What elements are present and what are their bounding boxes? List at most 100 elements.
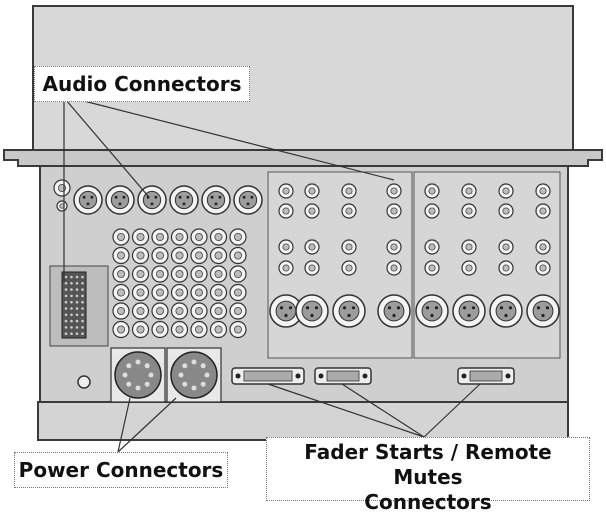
jack-hole <box>175 325 184 334</box>
module-jack <box>278 183 294 199</box>
xlr-pin <box>82 195 86 199</box>
module-jack <box>341 183 357 199</box>
module-jack <box>304 260 320 276</box>
xlr-face <box>383 300 405 322</box>
xlr-pin <box>499 306 504 310</box>
vent-hole <box>75 319 79 323</box>
jack-connector <box>112 302 130 320</box>
jack-connector <box>151 283 169 302</box>
power-pin <box>135 359 141 365</box>
module-jack <box>461 203 477 219</box>
dsub-screw <box>318 373 324 379</box>
jack-hole <box>539 243 547 251</box>
module-jack <box>386 183 402 199</box>
xlr-pin <box>347 313 351 318</box>
jack-connector <box>151 265 169 283</box>
module-jack <box>498 260 514 276</box>
vent-hole <box>75 326 79 329</box>
dsub-screw <box>505 373 511 379</box>
xlr-pin <box>218 195 222 199</box>
vent-hole <box>81 282 84 285</box>
module-jack <box>424 260 440 276</box>
jack-hole <box>428 207 436 215</box>
xlr-pin <box>279 306 284 310</box>
jack-hole <box>233 306 242 315</box>
jack-hole <box>214 232 223 241</box>
jack-connector <box>112 228 130 246</box>
jack-connector <box>131 228 150 246</box>
xlr-face <box>275 300 297 322</box>
xlr-pin <box>288 306 293 310</box>
xlr-pin <box>246 202 250 206</box>
dsub-connector <box>231 367 305 385</box>
module-xlr-connector <box>377 294 411 328</box>
jack-hole <box>502 264 510 272</box>
jack-connector <box>151 228 169 246</box>
jack-hole <box>194 269 203 278</box>
jack-hole <box>390 187 398 195</box>
jack-hole <box>155 232 164 241</box>
xlr-pin <box>396 306 401 310</box>
power-pin <box>122 372 128 378</box>
module-xlr-connector <box>332 294 366 328</box>
dsub-screw <box>461 373 467 379</box>
vent-hole <box>64 319 68 323</box>
ground-screw <box>77 375 91 389</box>
jack-connector <box>170 302 189 320</box>
jack-hole <box>155 251 164 260</box>
xlr-pin <box>242 195 246 199</box>
dsub-screw <box>362 373 368 379</box>
vent-hole <box>75 294 79 298</box>
jack-connector <box>190 302 208 320</box>
power-callout-line <box>117 397 177 453</box>
vent-hole <box>64 300 68 304</box>
power-pin <box>178 372 184 378</box>
xlr-pin <box>467 313 471 318</box>
jack-hole <box>465 243 473 251</box>
module-jack <box>304 239 320 255</box>
jack-hole <box>214 306 223 315</box>
xlr-face <box>110 190 130 210</box>
module-jack <box>535 260 551 276</box>
xlr-pin <box>146 195 150 199</box>
jack-hole <box>390 243 398 251</box>
dsub-connector <box>314 367 372 385</box>
jack-hole <box>136 288 145 297</box>
xlr-pin <box>430 313 434 318</box>
jack-hole <box>428 187 436 195</box>
jack-hole <box>502 187 510 195</box>
fader-callout-line <box>267 383 425 438</box>
jack-connector <box>190 320 208 339</box>
module-xlr-connector <box>489 294 523 328</box>
jack-connector <box>229 283 247 302</box>
vent-hole <box>81 319 84 323</box>
power-body <box>114 351 162 399</box>
jack-hole <box>233 325 242 334</box>
jack-hole <box>117 325 126 334</box>
xlr-pin <box>536 306 541 310</box>
xlr-audio-connector <box>137 185 167 215</box>
jack-hole <box>214 325 223 334</box>
vent-hole <box>75 300 79 304</box>
xlr-pin <box>118 202 122 206</box>
jack-hole <box>502 243 510 251</box>
xlr-pin <box>310 313 314 318</box>
xlr-face <box>338 300 360 322</box>
jack-hole <box>136 232 145 241</box>
jack-connector <box>229 265 247 283</box>
jack-hole <box>175 288 184 297</box>
jack-connector <box>131 265 150 283</box>
jack-connector <box>131 283 150 302</box>
jack-hole <box>539 207 547 215</box>
xlr-face <box>532 300 554 322</box>
xlr-pin <box>541 313 545 318</box>
jack-connector <box>190 246 208 265</box>
vent-hole <box>70 326 73 329</box>
xlr-pin <box>178 195 182 199</box>
power-pin <box>204 372 210 378</box>
xlr-pin <box>387 306 392 310</box>
dsub-pins <box>469 370 503 382</box>
jack-hole <box>539 264 547 272</box>
vent-hole <box>64 294 68 298</box>
vent-hole <box>70 307 73 310</box>
